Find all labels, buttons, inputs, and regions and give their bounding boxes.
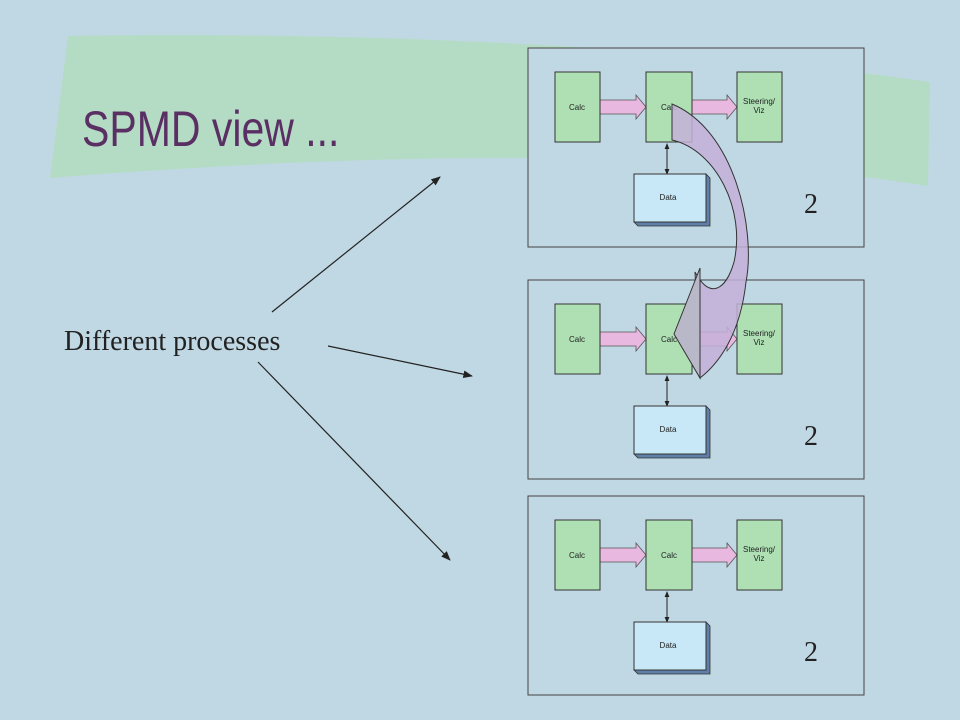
calc-box-2-label: Calc: [661, 103, 677, 112]
process-number: 2: [804, 189, 818, 220]
data-box-label: Data: [660, 641, 677, 650]
calc-box-2-label: Calc: [661, 551, 677, 560]
arrow-to-panel-2: [327, 345, 473, 378]
calc-box-1-label: Calc: [569, 335, 585, 344]
data-box: [633, 173, 707, 223]
steering-box: [736, 519, 783, 591]
steering-box: [736, 71, 783, 143]
communication-arrow-head: [673, 267, 701, 380]
steering-box-label-line1: Steering/: [743, 97, 776, 106]
calc-to-calc-arrow: [599, 541, 647, 569]
calc-to-calc-arrow: [599, 325, 647, 353]
process-number: 2: [804, 421, 818, 452]
calc-box-1-label: Calc: [569, 551, 585, 560]
data-box: [633, 405, 707, 455]
data-box-label: Data: [660, 425, 677, 434]
steering-box-label-line1: Steering/: [743, 545, 776, 554]
process-number: 2: [804, 637, 818, 668]
different-processes-label: Different processes: [64, 326, 281, 357]
data-box-label: Data: [660, 193, 677, 202]
calc-to-steering-arrow: [691, 93, 738, 121]
steering-box-label-line2: Viz: [754, 554, 765, 563]
arrow-to-panel-1: [271, 176, 441, 313]
calc-box-1: [554, 71, 601, 143]
steering-box-label-line2: Viz: [754, 106, 765, 115]
calc-box-2: [645, 519, 693, 591]
calc-to-steering-arrow: [691, 541, 738, 569]
calc-box-1-label: Calc: [569, 103, 585, 112]
steering-box-label-line1: Steering/: [743, 329, 776, 338]
steering-box-label-line2: Viz: [754, 338, 765, 347]
steering-box: [736, 303, 783, 375]
data-box: [633, 621, 707, 671]
calc-box-2-label: Calc: [661, 335, 677, 344]
calc-box-1: [554, 519, 601, 591]
calc-to-calc-arrow: [599, 93, 647, 121]
slide-title: SPMD view ...: [82, 101, 340, 157]
arrow-to-panel-3: [257, 361, 451, 561]
calc-box-1: [554, 303, 601, 375]
